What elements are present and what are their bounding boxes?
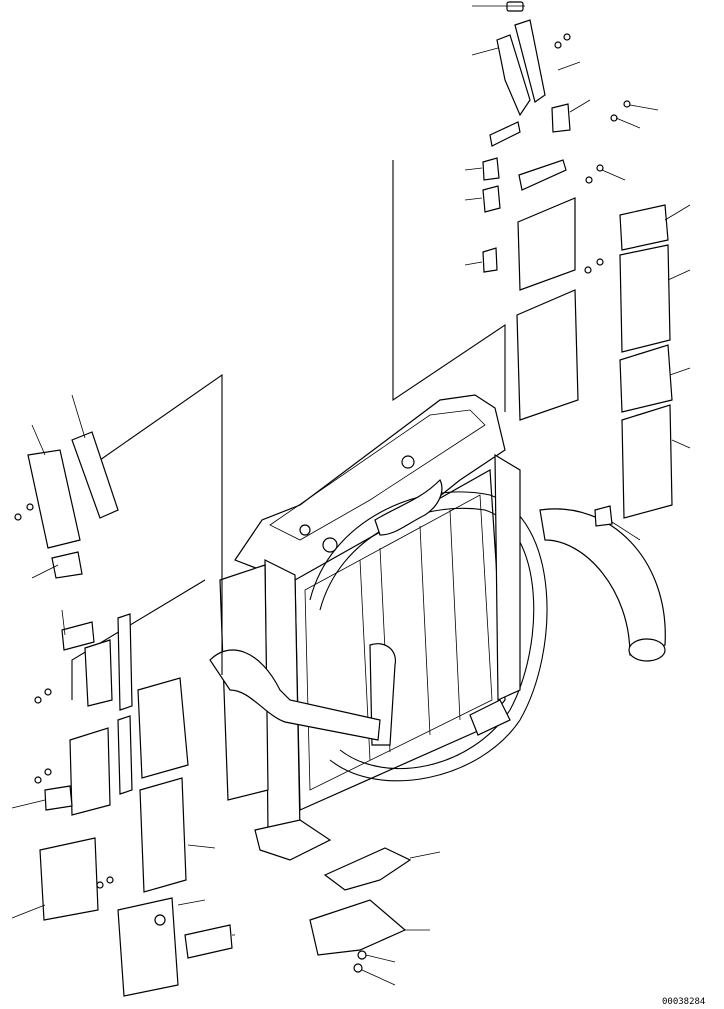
drawing-number-label: 00038284	[662, 997, 705, 1007]
radiator-assembly	[209, 394, 666, 861]
callout-leaders	[11, 5, 691, 986]
left-parts	[14, 431, 233, 997]
top-right-parts	[482, 1, 673, 527]
bottom-plates	[309, 847, 412, 973]
assembly-guide-lines	[71, 160, 506, 700]
